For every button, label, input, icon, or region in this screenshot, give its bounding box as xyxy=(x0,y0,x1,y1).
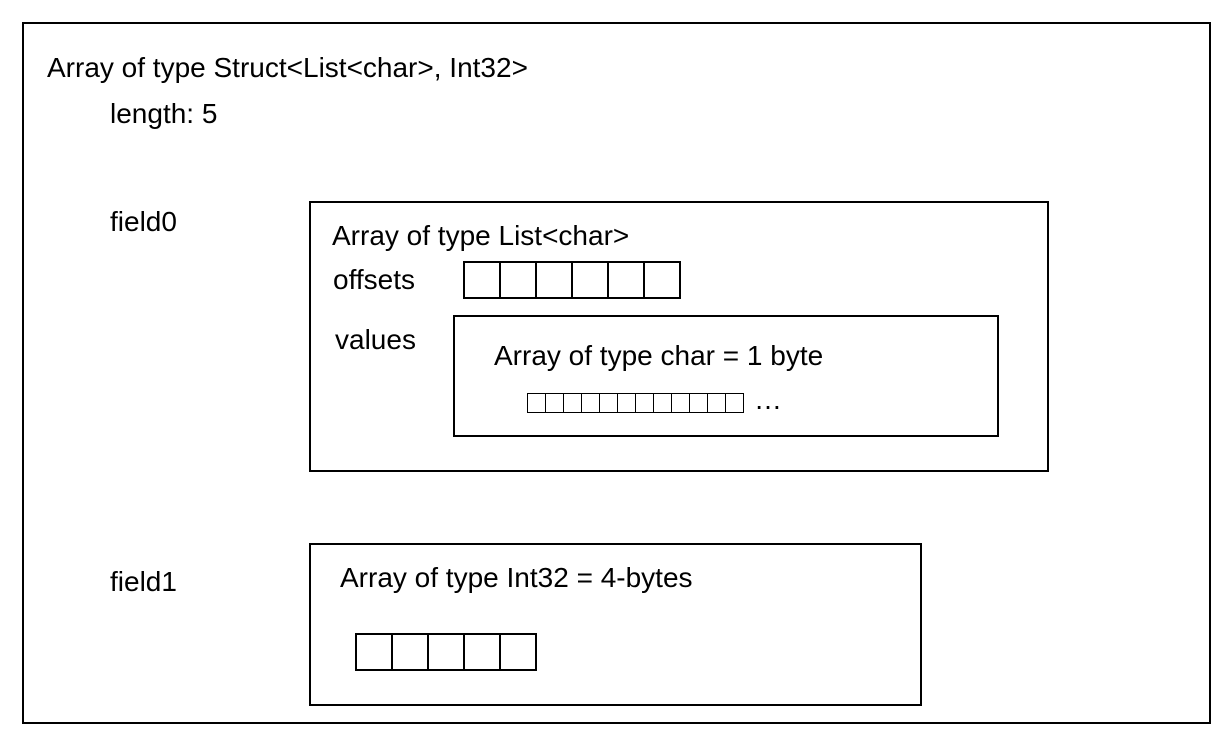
values-label: values xyxy=(335,324,416,355)
int32-cell xyxy=(357,633,393,671)
offsets-buffer xyxy=(463,261,681,299)
char-cell xyxy=(636,393,654,413)
char-cell xyxy=(654,393,672,413)
char-array-box xyxy=(453,315,999,437)
char-cell xyxy=(600,393,618,413)
struct-array-title: Array of type Struct<List<char>, Int32> xyxy=(47,52,528,83)
field1-label: field1 xyxy=(110,566,177,597)
char-cell xyxy=(690,393,708,413)
int32-cell xyxy=(465,633,501,671)
int32-cell xyxy=(429,633,465,671)
char-cell xyxy=(582,393,600,413)
char-values-buffer xyxy=(527,393,744,413)
char-cell xyxy=(546,393,564,413)
offset-cell xyxy=(609,261,645,299)
offset-cell xyxy=(573,261,609,299)
list-array-title: Array of type List<char> xyxy=(332,220,630,251)
char-cell xyxy=(564,393,582,413)
field0-label: field0 xyxy=(110,206,177,237)
int32-array-box xyxy=(309,543,922,706)
int32-array-title: Array of type Int32 = 4-bytes xyxy=(340,562,693,593)
char-ellipsis: … xyxy=(754,384,782,415)
offset-cell xyxy=(537,261,573,299)
char-array-title: Array of type char = 1 byte xyxy=(494,340,824,371)
offset-cell xyxy=(501,261,537,299)
char-cell xyxy=(672,393,690,413)
offsets-label: offsets xyxy=(333,264,415,295)
int32-cell xyxy=(501,633,537,671)
char-cell xyxy=(726,393,744,413)
offset-cell xyxy=(645,261,681,299)
char-cell xyxy=(708,393,726,413)
char-cell xyxy=(528,393,546,413)
int32-cell xyxy=(393,633,429,671)
struct-length-label: length: 5 xyxy=(110,98,218,129)
offset-cell xyxy=(465,261,501,299)
int32-values-buffer xyxy=(355,633,537,671)
char-cell xyxy=(618,393,636,413)
